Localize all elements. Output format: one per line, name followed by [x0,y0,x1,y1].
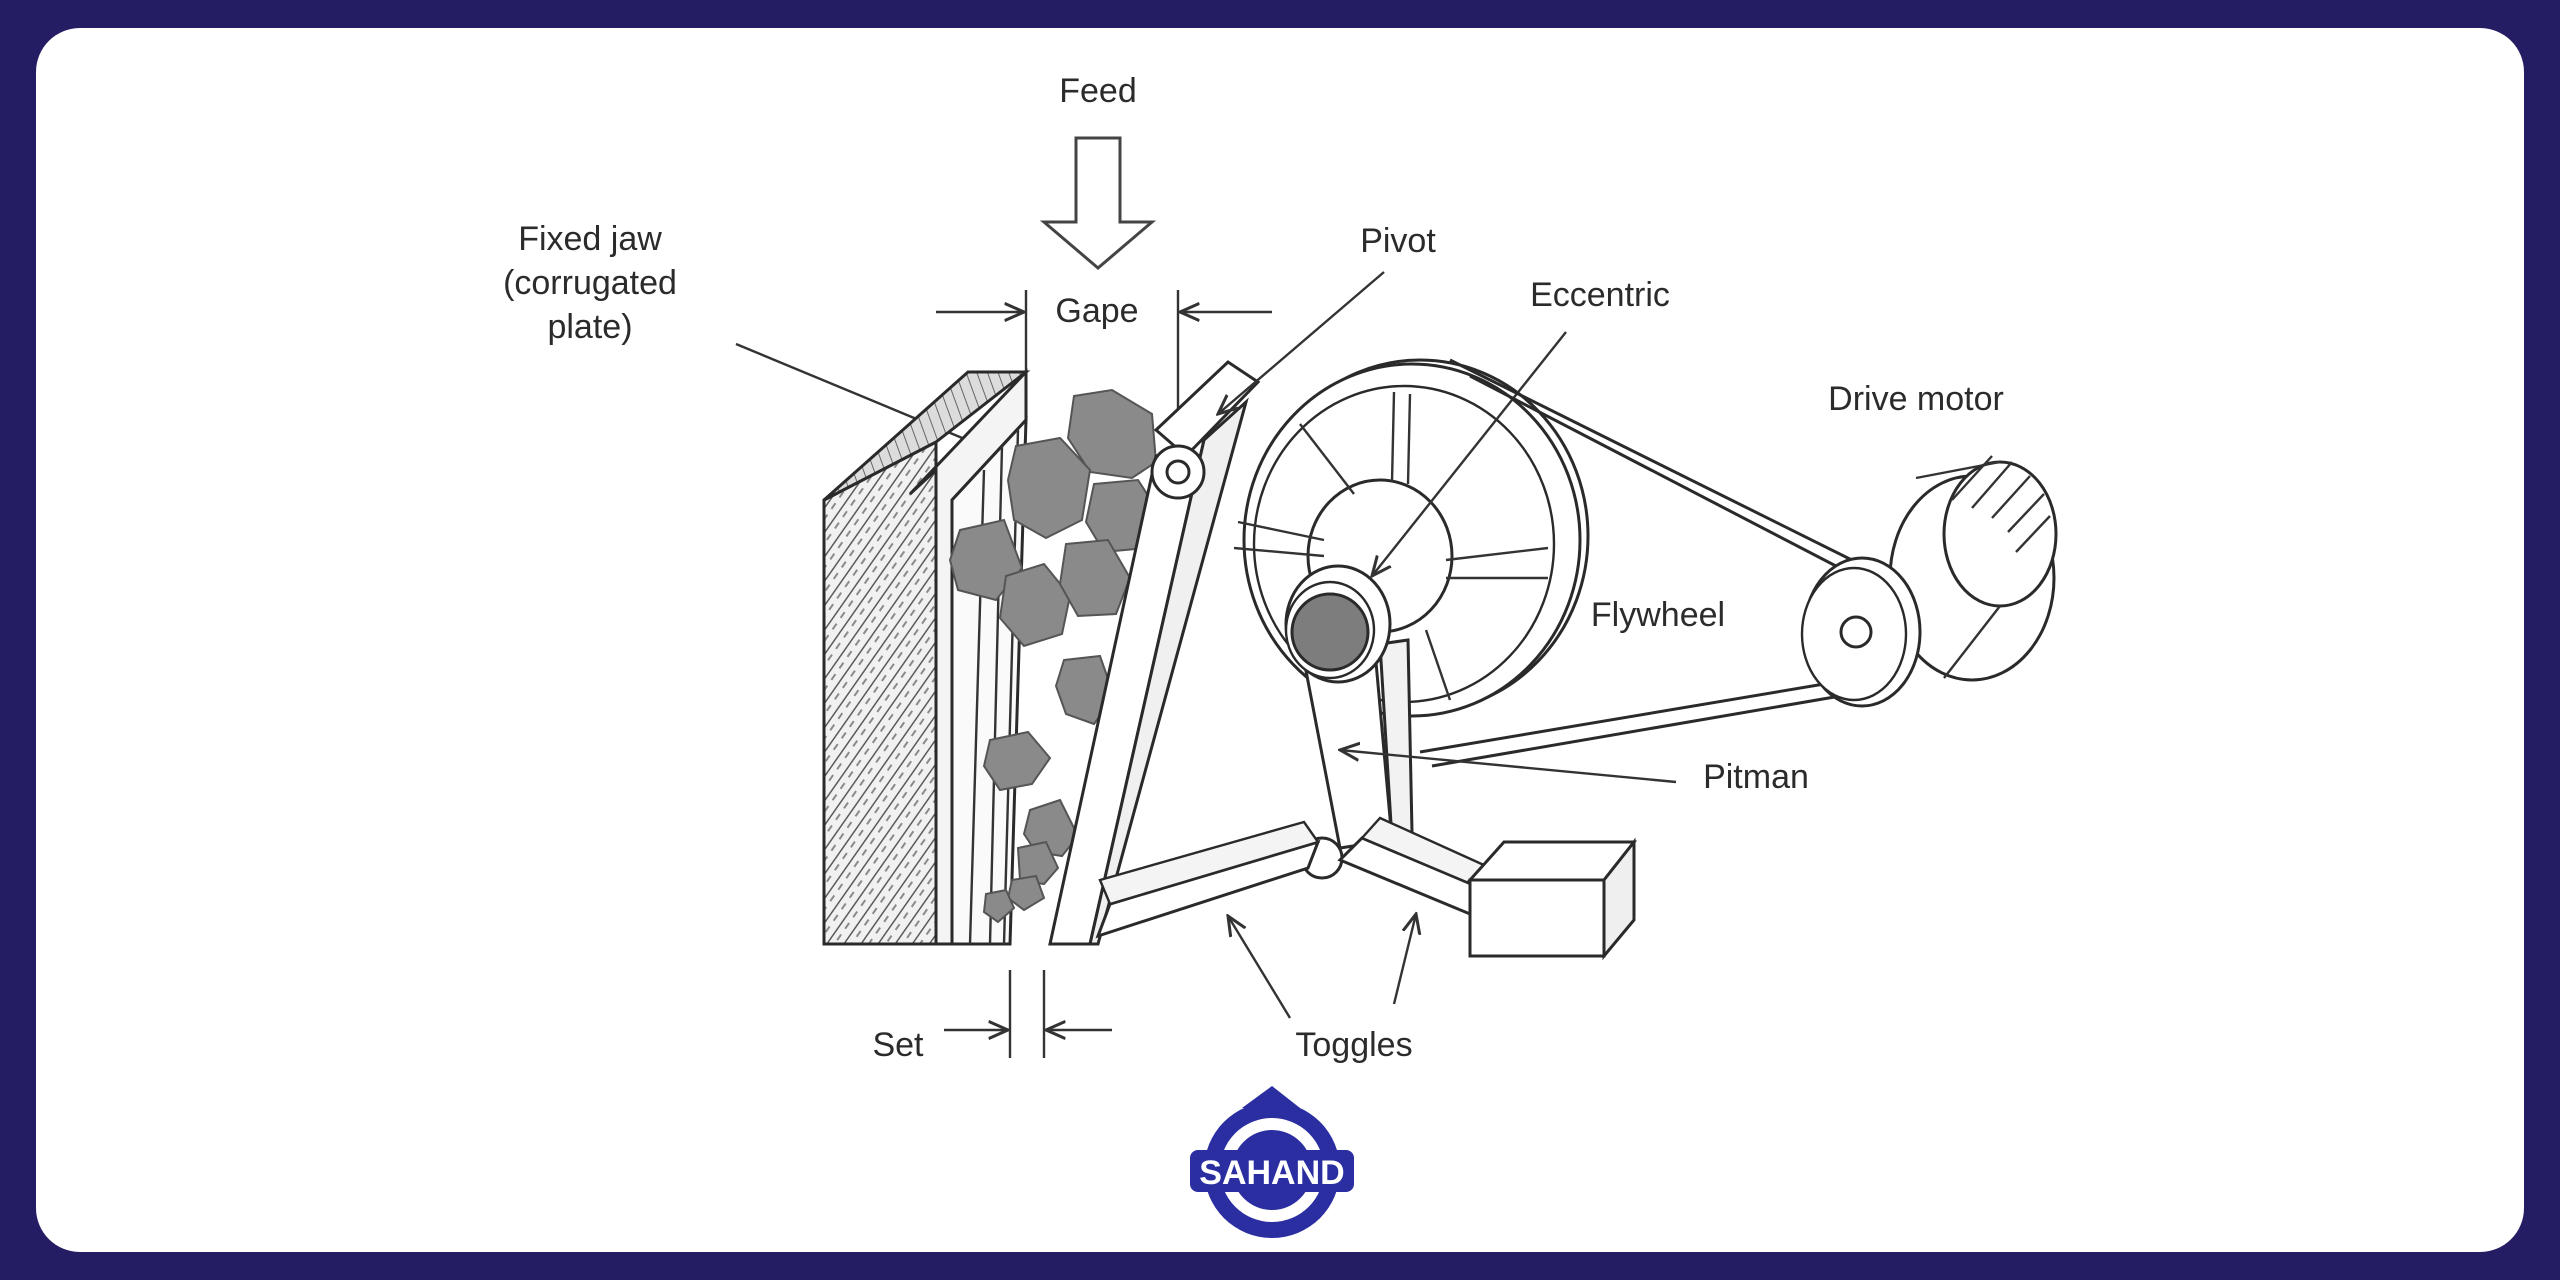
flywheel [1233,358,1590,718]
toggles-leader-left [1228,916,1292,1019]
fixed-jaw-leader [735,342,996,452]
toggle-block [1466,837,1638,961]
swing-jaw [1048,360,1261,946]
sahand-logo: SAHAND [1190,1086,1354,1238]
logo-text: SAHAND [1199,1154,1344,1192]
diagram-card: Feed Gape Fixed jaw (corrugated plate) [36,28,2524,1252]
pitman-leader [1340,750,1677,784]
fixed-jaw [822,368,1031,946]
gape-label: Gape [1055,292,1138,330]
toggles-leader-right [1392,914,1416,1005]
pitman-label: Pitman [1703,758,1809,796]
fixed-jaw-label-line1: Fixed jaw [518,220,662,258]
drive-motor [1800,455,2058,708]
feed-arrow-icon [1039,136,1157,270]
drive-motor-label: Drive motor [1828,380,2004,418]
toggles-label: Toggles [1295,1026,1412,1064]
crushed-rocks [948,388,1162,924]
eccentric-leader [1372,331,1567,576]
eccentric-shaft [1284,564,1392,684]
pivot-leader [1218,271,1385,414]
fixed-jaw-label-line3: plate) [547,308,632,346]
flywheel-label: Flywheel [1591,596,1725,634]
drive-belt [1419,358,1889,768]
feed-label: Feed [1059,72,1137,110]
jaw-crusher-diagram: Feed Gape Fixed jaw (corrugated plate) [503,72,2058,1238]
toggle-plates [1095,816,1493,939]
set-label: Set [872,1026,924,1064]
eccentric-label: Eccentric [1530,276,1670,314]
pivot-label: Pivot [1360,222,1436,260]
fixed-jaw-label-line2: (corrugated [503,264,677,302]
